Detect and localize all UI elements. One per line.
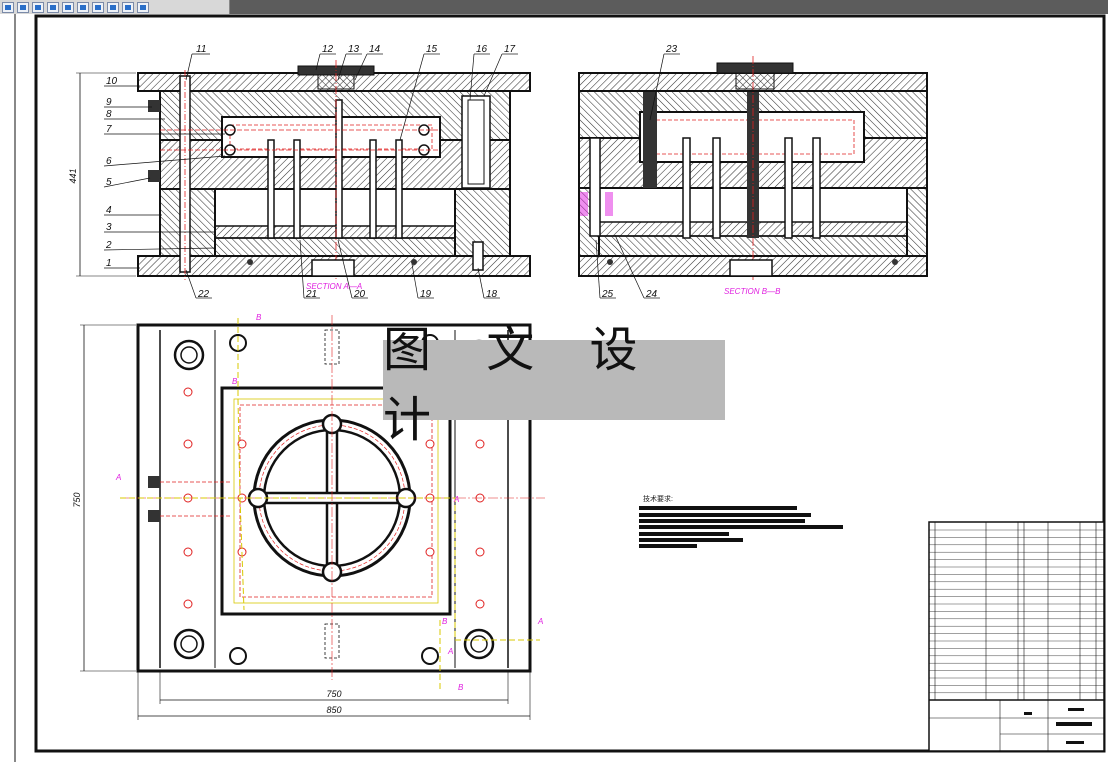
part-label-24: 24 xyxy=(645,289,658,300)
section-marker-b: B xyxy=(232,377,238,386)
part-label-25: 25 xyxy=(601,289,614,300)
part-label-20: 20 xyxy=(353,289,366,300)
part-label-10: 10 xyxy=(106,76,118,87)
layer-icon[interactable] xyxy=(122,1,134,13)
section-marker-a: A xyxy=(453,495,459,504)
section-a-view: 441 10 9 8 7 6 5 4 3 2 1 xyxy=(68,44,531,300)
section-marker-a: A xyxy=(115,473,121,482)
part-label-1: 1 xyxy=(106,258,112,269)
target-icon[interactable] xyxy=(107,1,119,13)
part-label-4: 4 xyxy=(106,205,112,216)
part-label-8: 8 xyxy=(106,109,112,120)
section-b-caption: SECTION B—B xyxy=(724,287,781,296)
part-label-16: 16 xyxy=(476,44,488,55)
chart-icon[interactable] xyxy=(137,1,149,13)
part-label-23: 23 xyxy=(665,44,678,55)
title-block xyxy=(928,521,1105,752)
part-label-14: 14 xyxy=(369,44,381,55)
part-label-12: 12 xyxy=(322,44,334,55)
part-label-19: 19 xyxy=(420,289,432,300)
drawing-border xyxy=(34,14,1106,753)
watermark-text: 图 文 设 计 xyxy=(383,322,658,448)
cad-toolbar xyxy=(0,0,1108,14)
toolbar-button-group xyxy=(0,0,230,14)
watermark: 图 文 设 计 xyxy=(383,322,725,448)
grid-icon[interactable] xyxy=(77,1,89,13)
layer-icon[interactable] xyxy=(47,1,59,13)
part-label-3: 3 xyxy=(106,222,112,233)
section-marker-b: B xyxy=(256,313,262,322)
dimension-750: 750 xyxy=(326,689,341,699)
pen-icon[interactable] xyxy=(32,1,44,13)
part-label-11: 11 xyxy=(196,44,206,55)
technical-notes xyxy=(639,506,843,548)
part-label-2: 2 xyxy=(105,240,112,251)
dimension-750-vertical: 750 xyxy=(72,492,82,507)
section-b-view: 23 25 24 SECTION B—B xyxy=(578,44,928,300)
section-a-caption: SECTION A—A xyxy=(306,282,362,291)
dimension-441: 441 xyxy=(68,168,78,183)
section-marker-b: B xyxy=(458,683,464,692)
layer-icon[interactable] xyxy=(62,1,74,13)
part-label-22: 22 xyxy=(197,289,210,300)
part-label-21: 21 xyxy=(305,289,317,300)
section-marker-a: A xyxy=(537,617,543,626)
part-label-18: 18 xyxy=(486,289,498,300)
part-label-15: 15 xyxy=(426,44,438,55)
part-label-17: 17 xyxy=(504,44,516,55)
part-label-6: 6 xyxy=(106,156,112,167)
layer-icon[interactable] xyxy=(2,1,14,13)
part-label-9: 9 xyxy=(106,97,112,108)
part-label-13: 13 xyxy=(348,44,360,55)
dimension-850: 850 xyxy=(326,705,341,715)
part-label-7: 7 xyxy=(106,124,112,135)
gear-icon[interactable] xyxy=(92,1,104,13)
save-icon[interactable] xyxy=(17,1,29,13)
section-marker-b: B xyxy=(442,617,448,626)
technical-notes-title: 技术要求: xyxy=(643,496,673,503)
section-marker-a: A xyxy=(447,647,453,656)
part-label-5: 5 xyxy=(106,177,112,188)
